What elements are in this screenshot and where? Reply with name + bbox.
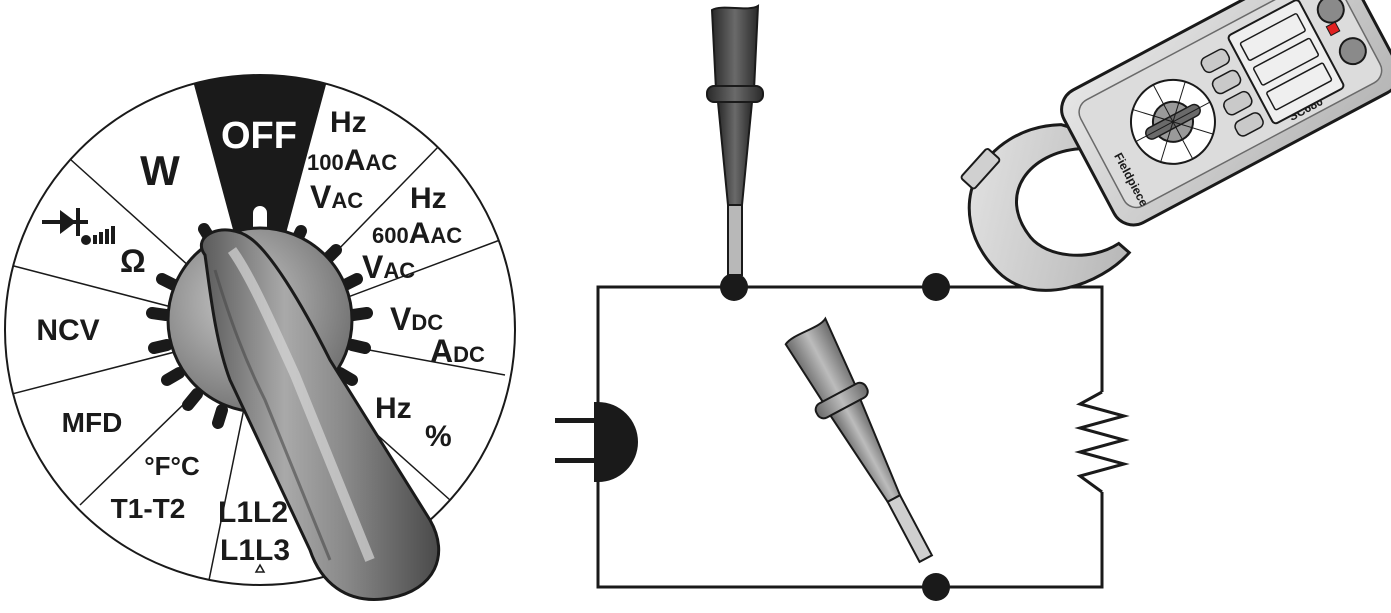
junction-dot-top-left bbox=[720, 273, 748, 301]
meter-lcd-display bbox=[1227, 0, 1345, 125]
svg-text:T1-T2: T1-T2 bbox=[111, 493, 186, 524]
rotary-dial: OFF W Hz 100AAC VAC Hz 600AAC VAC bbox=[4, 74, 516, 601]
dial-bottom-marker bbox=[254, 563, 266, 573]
svg-text:L1L3: L1L3 bbox=[220, 534, 290, 567]
svg-text:Hz: Hz bbox=[410, 182, 447, 215]
svg-text:VDC: VDC bbox=[390, 301, 443, 337]
meter-button-3[interactable] bbox=[1222, 90, 1254, 117]
junction-dot-top-right bbox=[922, 273, 950, 301]
junction-dot-bottom bbox=[922, 573, 950, 601]
svg-text:°F°C: °F°C bbox=[144, 451, 200, 481]
svg-text:600AAC: 600AAC bbox=[372, 217, 462, 250]
input-jack-v[interactable] bbox=[1335, 34, 1370, 69]
circuit bbox=[555, 273, 1130, 601]
gray-test-probe[interactable] bbox=[779, 316, 950, 572]
resistor-icon bbox=[1074, 390, 1130, 494]
svg-text:100AAC: 100AAC bbox=[307, 144, 397, 177]
off-wedge bbox=[182, 75, 338, 330]
dial-label-l1l2-l1l3: L1L2 L1L3 bbox=[218, 496, 290, 567]
dial-label-hz-100aac-vac: Hz 100AAC VAC bbox=[307, 106, 397, 215]
svg-text:Ω: Ω bbox=[120, 243, 146, 279]
svg-text:Hz: Hz bbox=[330, 106, 367, 139]
svg-text:VAC: VAC bbox=[362, 249, 415, 285]
dial-label-vdc-adc: VDC ADC bbox=[390, 301, 485, 369]
diode-icon bbox=[42, 208, 88, 236]
dial-label-hz-percent: Hz % bbox=[375, 392, 452, 453]
dial-label-ncv: NCV bbox=[36, 314, 99, 347]
black-test-probe[interactable] bbox=[706, 4, 764, 276]
svg-text:L1L2: L1L2 bbox=[218, 496, 288, 529]
svg-text:Hz: Hz bbox=[375, 392, 412, 425]
dial-label-w: W bbox=[140, 147, 180, 194]
input-jack-com[interactable] bbox=[1313, 0, 1348, 27]
meter-input-jacks[interactable] bbox=[1313, 0, 1370, 69]
meter-button-4[interactable] bbox=[1233, 111, 1265, 138]
svg-text:%: % bbox=[425, 420, 452, 453]
dial-label-diode-ohm: Ω bbox=[42, 208, 146, 279]
dial-label-temp: °F°C T1-T2 bbox=[111, 451, 200, 524]
meter-button-1[interactable] bbox=[1199, 47, 1231, 74]
input-jack-indicator bbox=[1325, 21, 1341, 37]
meter-rotary-dial[interactable] bbox=[1116, 65, 1230, 179]
meter-button-2[interactable] bbox=[1210, 68, 1242, 95]
dial-label-hz-600aac-vac: Hz 600AAC VAC bbox=[362, 182, 462, 285]
circuit-wires bbox=[596, 285, 1104, 589]
dial-label-off: OFF bbox=[221, 115, 297, 157]
rotary-knob[interactable] bbox=[200, 228, 441, 601]
continuity-beep-icon bbox=[81, 226, 115, 245]
dial-label-mfd: MFD bbox=[62, 407, 123, 438]
svg-text:ADC: ADC bbox=[430, 333, 485, 369]
svg-text:VAC: VAC bbox=[310, 179, 363, 215]
clamp-meter[interactable]: Fieldpiece SC680 bbox=[935, 0, 1391, 319]
power-plug-icon bbox=[555, 402, 638, 482]
jaw-trigger[interactable] bbox=[960, 148, 1001, 190]
meter-buttons[interactable] bbox=[1199, 47, 1265, 138]
